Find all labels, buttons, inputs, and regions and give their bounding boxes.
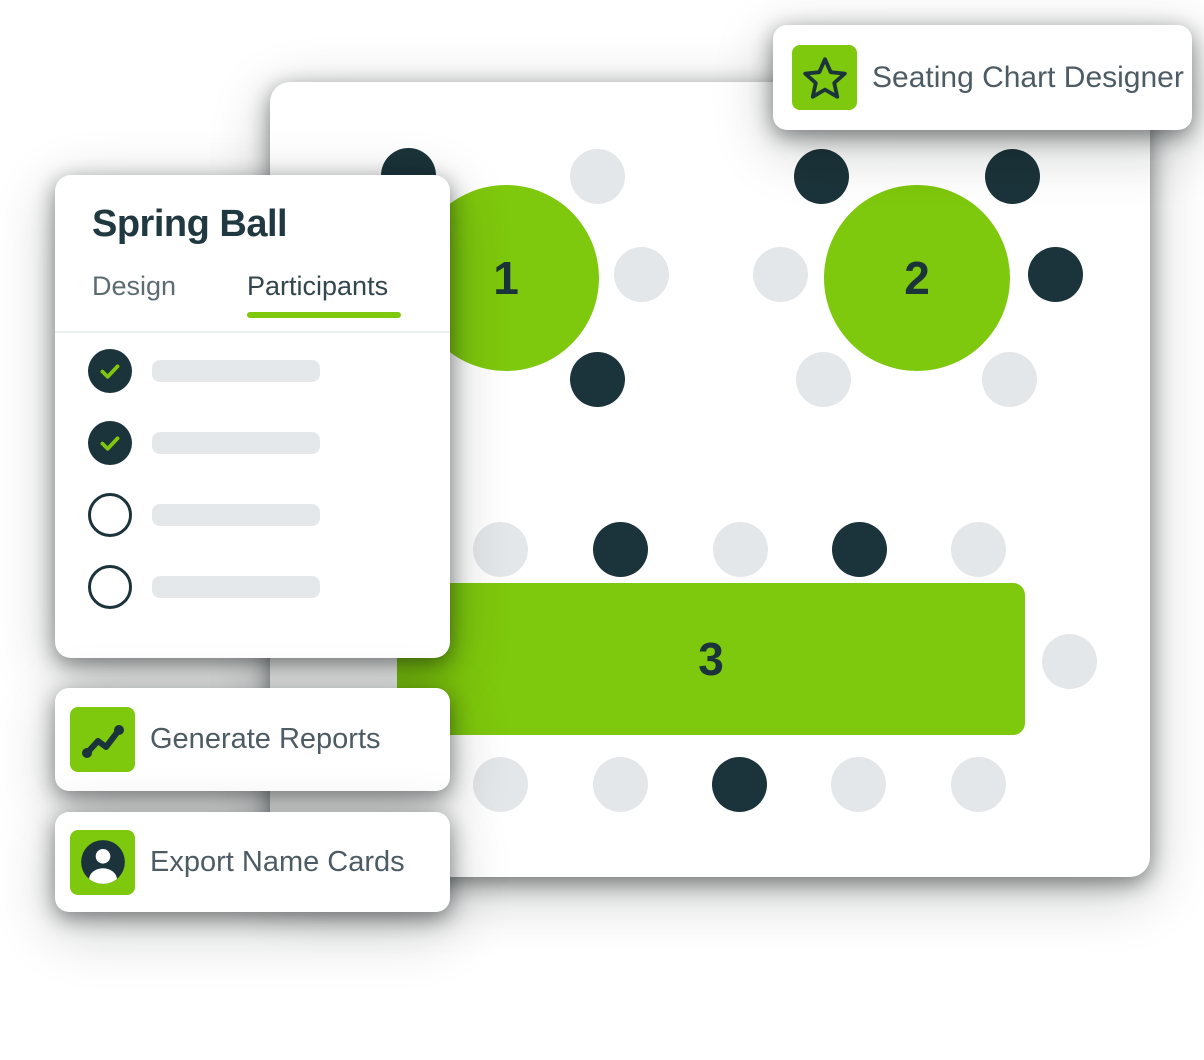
table-number: 2	[904, 252, 930, 304]
seat-dot[interactable]	[613, 246, 669, 302]
participant-name-placeholder	[152, 504, 320, 526]
app-title: Seating Chart Designer	[872, 60, 1184, 94]
participant-checkbox[interactable]	[88, 565, 132, 609]
event-title: Spring Ball	[92, 203, 288, 245]
seat-dot[interactable]	[984, 148, 1040, 204]
event-panel: Spring Ball Design Participants	[55, 175, 450, 658]
participant-row[interactable]	[88, 349, 428, 393]
checkmark-icon	[100, 364, 120, 379]
app-badge-card: Seating Chart Designer	[773, 25, 1192, 130]
seat-dot[interactable]	[1041, 633, 1097, 689]
participant-name-placeholder	[152, 360, 320, 382]
seat-dot[interactable]	[950, 756, 1006, 812]
generate-reports-label: Generate Reports	[150, 723, 381, 755]
seat-dot[interactable]	[569, 351, 625, 407]
participant-row[interactable]	[88, 421, 428, 465]
seat-dot[interactable]	[592, 756, 648, 812]
seat-dot[interactable]	[795, 351, 851, 407]
table-number: 3	[698, 633, 724, 685]
person-icon	[70, 829, 135, 895]
participant-checkbox[interactable]	[88, 493, 132, 537]
tab-design[interactable]: Design	[92, 271, 177, 301]
seat-dot[interactable]	[950, 521, 1006, 577]
checkmark-icon	[100, 436, 120, 451]
seat-dot[interactable]	[981, 351, 1037, 407]
seat-dot[interactable]	[472, 521, 528, 577]
seat-dot[interactable]	[712, 521, 768, 577]
seat-dot[interactable]	[711, 756, 767, 812]
active-tab-underline	[247, 312, 401, 318]
generate-reports-button[interactable]: Generate Reports	[55, 688, 450, 791]
seat-dot[interactable]	[1027, 246, 1083, 302]
line-chart-icon	[70, 707, 135, 772]
participant-list	[88, 349, 428, 637]
seat-dot[interactable]	[592, 521, 648, 577]
seat-dot[interactable]	[569, 148, 625, 204]
seat-dot[interactable]	[472, 756, 528, 812]
participant-name-placeholder	[152, 432, 320, 454]
participant-checkbox[interactable]	[88, 421, 132, 465]
seat-dot[interactable]	[830, 756, 886, 812]
seat-dot[interactable]	[831, 521, 887, 577]
table-2[interactable]: 2	[824, 185, 1010, 371]
seat-dot[interactable]	[752, 246, 808, 302]
participant-name-placeholder	[152, 576, 320, 598]
divider	[55, 331, 450, 333]
export-name-cards-button[interactable]: Export Name Cards	[55, 812, 450, 912]
participant-row[interactable]	[88, 565, 428, 609]
participant-checkbox[interactable]	[88, 349, 132, 393]
tab-participants[interactable]: Participants	[247, 271, 389, 301]
participant-row[interactable]	[88, 493, 428, 537]
seat-dot[interactable]	[793, 148, 849, 204]
table-number: 1	[493, 252, 519, 304]
table-3[interactable]: 3	[397, 583, 1025, 735]
star-icon	[792, 45, 857, 110]
export-name-cards-label: Export Name Cards	[150, 845, 405, 878]
